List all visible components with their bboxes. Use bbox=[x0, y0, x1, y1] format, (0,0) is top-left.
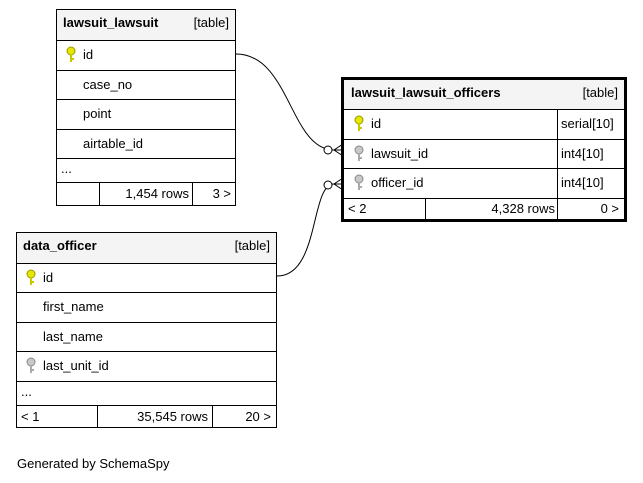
edge-lawsuit-to-officers bbox=[235, 53, 344, 157]
table-type: [table] bbox=[193, 15, 229, 30]
table-title: lawsuit_lawsuit bbox=[63, 15, 159, 30]
ellipsis-text: ... bbox=[61, 161, 72, 176]
column-type: serial[10] bbox=[561, 116, 614, 131]
column-row[interactable]: last_unit_id bbox=[17, 351, 276, 381]
column-name: first_name bbox=[43, 299, 104, 314]
more-columns: ... bbox=[17, 381, 276, 405]
row-count: 1,454 rows bbox=[125, 186, 189, 201]
column-row[interactable]: last_name bbox=[17, 322, 276, 351]
column-name: last_unit_id bbox=[43, 358, 109, 373]
children-count[interactable]: 0 > bbox=[600, 201, 619, 216]
column-row[interactable]: case_no bbox=[57, 70, 235, 99]
table-header: data_officer [table] bbox=[17, 233, 276, 263]
column-row[interactable]: first_name bbox=[17, 292, 276, 322]
column-row[interactable]: point bbox=[57, 99, 235, 129]
column-name: lawsuit_id bbox=[371, 146, 429, 161]
table-title: lawsuit_lawsuit_officers bbox=[351, 85, 501, 100]
children-count[interactable]: 20 > bbox=[245, 409, 271, 424]
table-data-officer[interactable]: data_officer [table] id first_name last_… bbox=[16, 232, 277, 428]
column-name: point bbox=[83, 106, 112, 121]
generated-by-label: Generated by SchemaSpy bbox=[17, 456, 170, 471]
primary-key-icon bbox=[354, 115, 364, 133]
table-footer: < 2 4,328 rows 0 > bbox=[344, 198, 624, 219]
column-row[interactable]: officer_id int4[10] bbox=[344, 168, 624, 198]
foreign-key-icon bbox=[26, 357, 36, 375]
column-row[interactable]: id bbox=[57, 40, 235, 70]
table-title: data_officer bbox=[23, 238, 97, 253]
children-count[interactable]: 3 > bbox=[212, 186, 231, 201]
column-type: int4[10] bbox=[561, 175, 604, 190]
row-count: 4,328 rows bbox=[491, 201, 555, 216]
row-count: 35,545 rows bbox=[137, 409, 208, 424]
table-footer: 1,454 rows 3 > bbox=[57, 182, 235, 205]
more-columns: ... bbox=[57, 158, 235, 182]
edge-officer-to-officers bbox=[276, 177, 344, 277]
ellipsis-text: ... bbox=[21, 384, 32, 399]
column-row[interactable]: id bbox=[17, 263, 276, 292]
primary-key-icon bbox=[26, 269, 36, 287]
column-name: case_no bbox=[83, 77, 133, 92]
column-row[interactable]: airtable_id bbox=[57, 129, 235, 158]
table-footer: < 1 35,545 rows 20 > bbox=[17, 405, 276, 427]
parents-count[interactable]: < 1 bbox=[21, 409, 40, 424]
table-header: lawsuit_lawsuit_officers [table] bbox=[344, 80, 624, 109]
foreign-key-icon bbox=[354, 174, 364, 192]
column-name: last_name bbox=[43, 329, 103, 344]
column-row[interactable]: id serial[10] bbox=[344, 109, 624, 139]
table-lawsuit-lawsuit-officers[interactable]: lawsuit_lawsuit_officers [table] id seri… bbox=[341, 77, 627, 222]
column-name: id bbox=[371, 116, 382, 131]
foreign-key-icon bbox=[354, 145, 364, 163]
primary-key-icon bbox=[66, 46, 76, 64]
column-name: id bbox=[43, 270, 54, 285]
table-lawsuit-lawsuit[interactable]: lawsuit_lawsuit [table] id case_no point… bbox=[56, 9, 236, 206]
column-name: id bbox=[83, 47, 94, 62]
column-name: airtable_id bbox=[83, 136, 143, 151]
optional-circle-icon bbox=[323, 145, 333, 155]
table-header: lawsuit_lawsuit [table] bbox=[57, 10, 235, 40]
column-row[interactable]: lawsuit_id int4[10] bbox=[344, 139, 624, 168]
optional-circle-icon bbox=[323, 180, 333, 190]
parents-count[interactable]: < 2 bbox=[348, 201, 367, 216]
column-type: int4[10] bbox=[561, 146, 604, 161]
column-name: officer_id bbox=[371, 175, 424, 190]
table-type: [table] bbox=[234, 238, 270, 253]
table-type: [table] bbox=[582, 85, 618, 100]
